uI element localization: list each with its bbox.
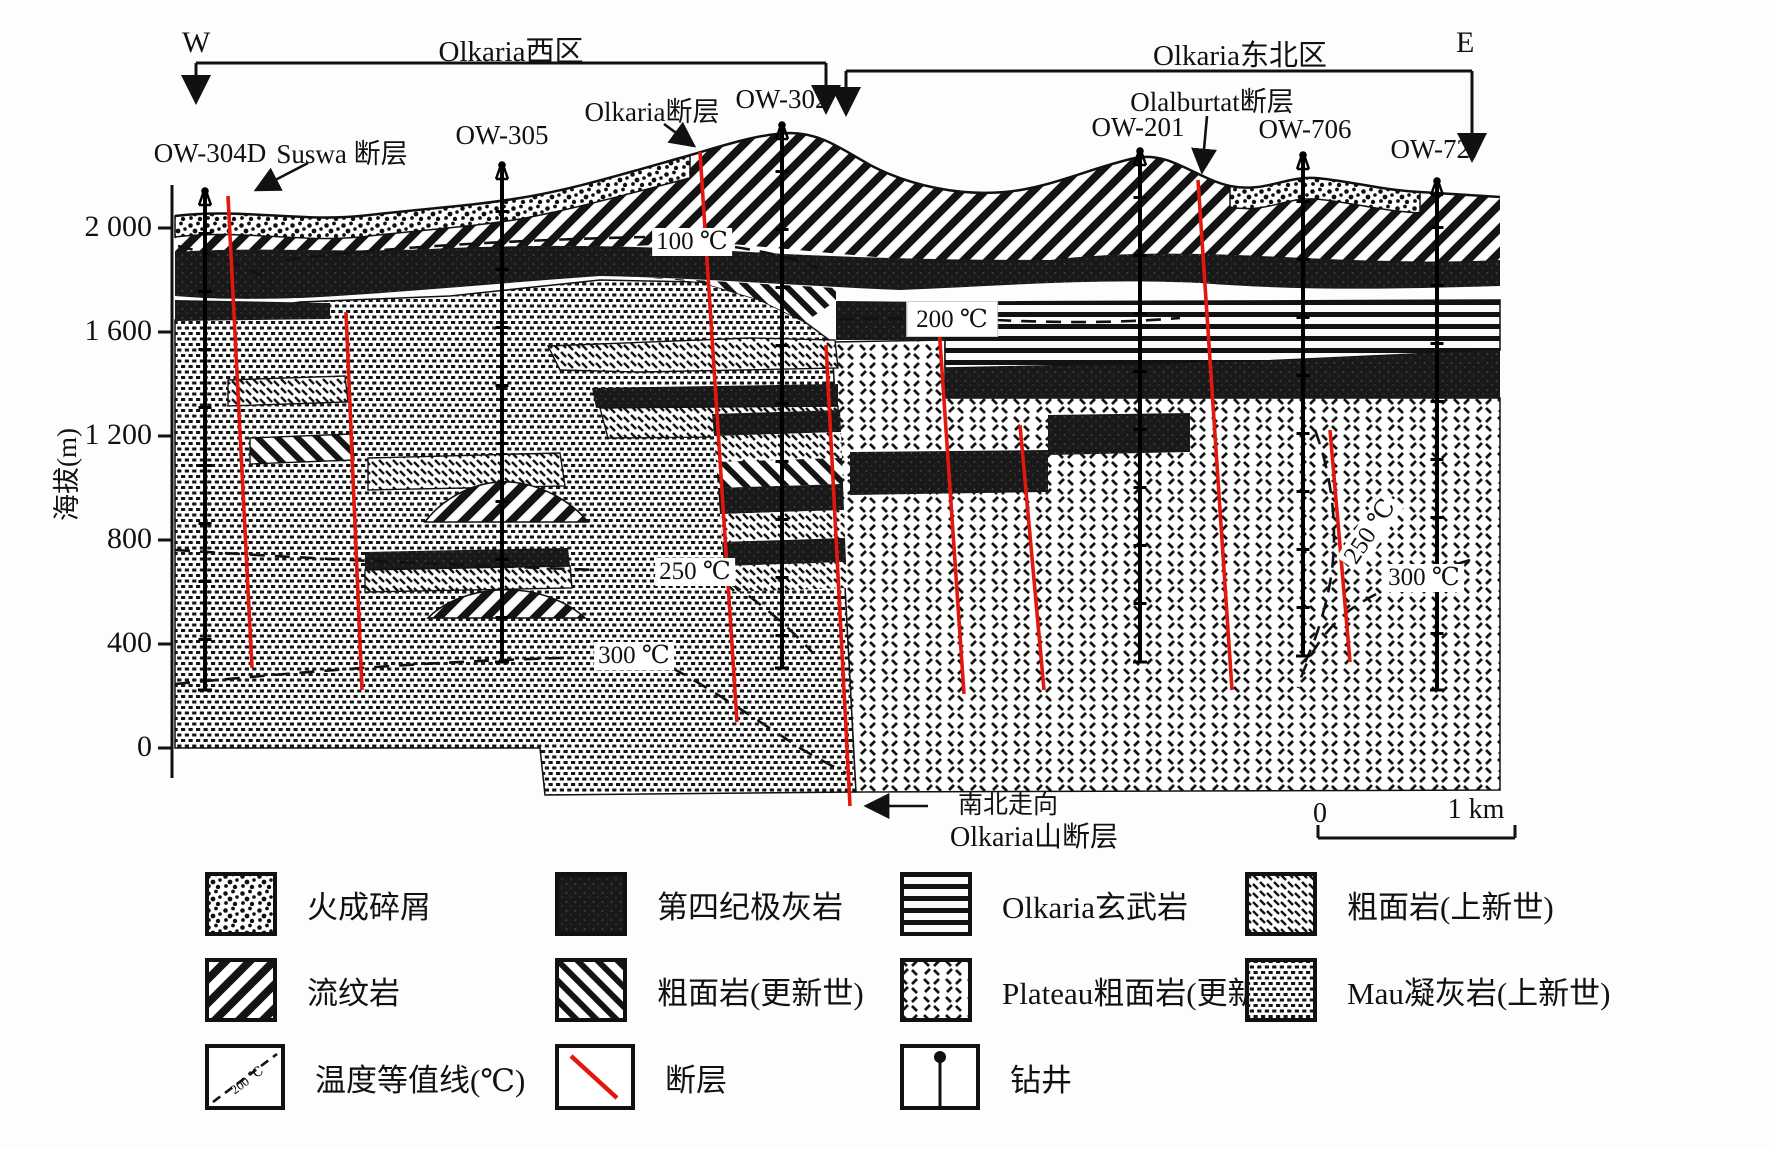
well-label-ow304d: OW-304D xyxy=(153,138,267,168)
isotherm-label-300-right: 300 ℃ xyxy=(1384,564,1464,592)
isotherm-label-200: 200 ℃ xyxy=(906,301,998,337)
borehole-ow305 xyxy=(494,161,510,664)
legend-label: 钻井 xyxy=(1010,1062,1072,1098)
borehole-ow302 xyxy=(774,121,790,670)
lens-b xyxy=(249,433,355,465)
borehole-ow201 xyxy=(1132,147,1148,664)
well-label-ow201: OW-201 xyxy=(1091,112,1185,142)
legend-item-mau-tuff: Mau凝灰岩(上新世) xyxy=(1245,958,1610,1022)
annotation-arrows xyxy=(253,115,1218,819)
isotherm-label-300-left: 300 ℃ xyxy=(594,642,674,670)
isotherm-300-right xyxy=(1296,558,1471,689)
legend-item-pyroclastics: 火成碎屑 xyxy=(205,872,431,936)
isotherm-250-left xyxy=(174,548,601,572)
dome-2 xyxy=(426,588,588,619)
legend-item-plateau-trachyte: Plateau粗面岩(更新世) xyxy=(900,958,1300,1022)
legend-label: 第四纪极灰岩 xyxy=(657,889,843,925)
quaternary-tuff-swatch-icon xyxy=(555,872,627,936)
legend-label: Mau凝灰岩(上新世) xyxy=(1347,975,1611,1011)
well-label-ow305: OW-305 xyxy=(455,120,549,150)
region-west-label: Olkaria西区 xyxy=(438,36,584,68)
lens-g xyxy=(364,565,573,593)
fault-olkaria-hill-line xyxy=(824,344,852,807)
fault-label-suswa: Suswa 断层 xyxy=(276,139,408,169)
fault-lines xyxy=(226,151,1352,807)
region-northeast-label: Olkaria东北区 xyxy=(1153,40,1327,72)
rhyolite-swatch-icon xyxy=(205,958,277,1022)
boreholes xyxy=(197,121,1445,692)
legend-item-rhyolite: 流纹岩 xyxy=(205,958,400,1022)
fault-label-olalburtat: Olalburtat断层 xyxy=(1130,87,1294,117)
legend-item-olkaria-basalt: Olkaria玄武岩 xyxy=(900,872,1188,936)
olkaria-fault-arrow xyxy=(663,121,697,148)
mau-tuff-swatch-icon xyxy=(1245,958,1317,1022)
lens-e xyxy=(367,452,566,491)
ground-surface xyxy=(174,131,1501,219)
sector-brackets xyxy=(181,61,1487,163)
well-label-ow727: OW-727 xyxy=(1390,134,1484,164)
borehole-ow727 xyxy=(1429,177,1445,692)
fault-label-olkaria: Olkaria断层 xyxy=(584,97,720,127)
axis-tick-400: 400 xyxy=(107,626,152,659)
quaternary-dark-band xyxy=(175,245,1500,299)
borehole-ow304d xyxy=(197,187,213,692)
legend-item-trachyte-pliocene: 粗面岩(上新世) xyxy=(1245,872,1554,936)
compass-east: E xyxy=(1456,26,1475,59)
well-label-ow302: OW-302 xyxy=(735,84,829,114)
axis-tick-2000: 2 000 xyxy=(84,210,153,243)
isotherm-label-250-left: 250 ℃ xyxy=(655,558,735,586)
legend-label: 流纹岩 xyxy=(307,975,400,1011)
isotherm-100 xyxy=(284,235,646,262)
quaternary-dark-strip xyxy=(175,300,330,321)
legend-label: Olkaria玄武岩 xyxy=(1002,889,1188,925)
suswa-arrow xyxy=(253,161,309,192)
ns-fault-note-line2: Olkaria山断层 xyxy=(950,822,1118,853)
fault-suswa-line xyxy=(226,195,254,669)
axis-tick-800: 800 xyxy=(107,522,152,555)
legend-label: 火成碎屑 xyxy=(307,889,431,925)
lens-g-dark xyxy=(365,548,570,570)
isotherm-label-100: 100 ℃ xyxy=(652,228,732,256)
trachyte-pliocene-swatch-icon xyxy=(1245,872,1317,936)
isotherm-200 xyxy=(995,316,1181,324)
basalt-swatch-icon xyxy=(900,872,972,936)
axis-title: 海拔(m) xyxy=(51,428,82,521)
scale-bar xyxy=(1316,825,1517,840)
dark-band-right xyxy=(945,350,1500,398)
axis-tick-1600: 1 600 xyxy=(84,314,153,347)
elevation-axis xyxy=(158,185,174,778)
legend-label: 粗面岩(更新世) xyxy=(657,975,864,1011)
legend-item-fault: 断层 xyxy=(555,1044,727,1110)
temperature-isoline-swatch-icon: 200 ℃ xyxy=(205,1044,285,1110)
well-label-ow706: OW-706 xyxy=(1258,114,1352,144)
lens-a xyxy=(227,375,349,407)
legend-item-quaternary-tuff: 第四纪极灰岩 xyxy=(555,872,843,936)
legend-label: 断层 xyxy=(665,1062,727,1098)
legend-item-borehole: 钻井 xyxy=(900,1044,1072,1110)
axis-tick-1200: 1 200 xyxy=(84,418,153,451)
pyroclastics-swatch-icon xyxy=(205,872,277,936)
scalebar-zero: 0 xyxy=(1313,798,1327,829)
borehole-ow706 xyxy=(1295,151,1311,658)
legend-label: 粗面岩(上新世) xyxy=(1347,889,1554,925)
isotherm-250-right xyxy=(1303,429,1336,663)
lens-c xyxy=(546,337,839,373)
rhyolite-band xyxy=(175,133,1500,267)
plateau-trachyte-swatch-icon xyxy=(900,958,972,1022)
olalburtat-arrow xyxy=(1191,115,1218,175)
borehole-swatch-icon xyxy=(900,1044,980,1110)
scalebar-1km: 1 km xyxy=(1447,794,1505,825)
plateau-dark-lens-1 xyxy=(1048,413,1190,455)
axis-tick-0: 0 xyxy=(137,730,152,763)
compass-west: W xyxy=(182,26,211,59)
fault-olalburtat-line xyxy=(1196,179,1234,691)
ns-fault-note-line1: 南北走向 xyxy=(958,792,1059,819)
trachyte-pleistocene-swatch-icon xyxy=(555,958,627,1022)
legend-item-isoline: 200 ℃ 温度等值线(℃) xyxy=(205,1044,525,1110)
fault-swatch-icon xyxy=(555,1044,635,1110)
legend-item-trachyte-pleistocene: 粗面岩(更新世) xyxy=(555,958,864,1022)
legend-label: 温度等值线(℃) xyxy=(315,1062,526,1098)
